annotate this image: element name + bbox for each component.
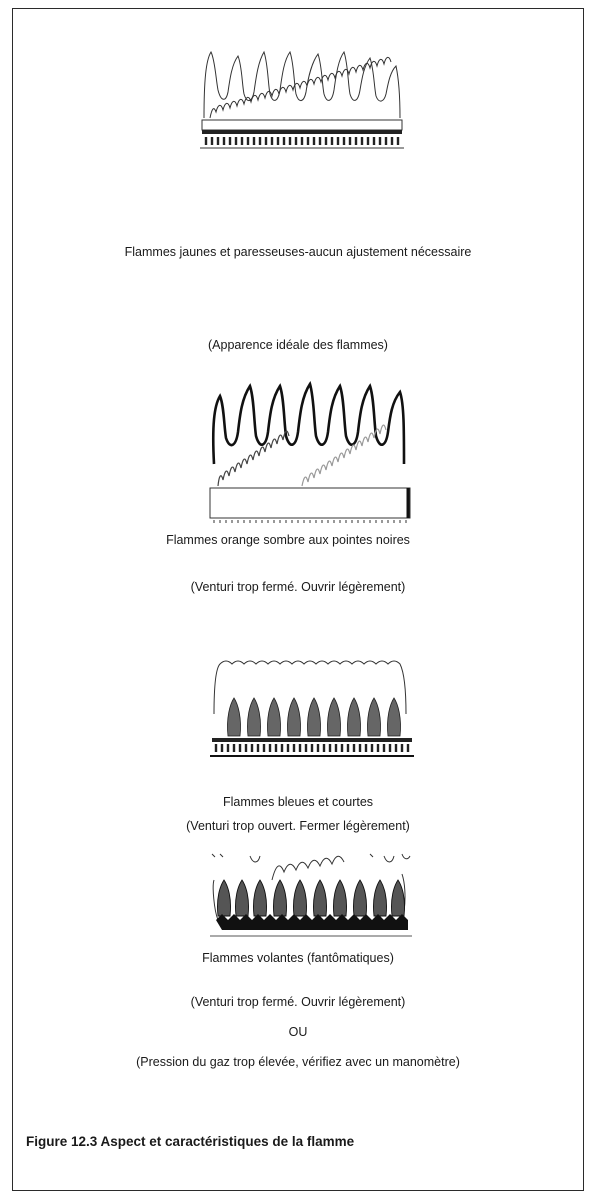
- section-3-note: (Venturi trop ouvert. Fermer légèrement): [186, 819, 410, 833]
- ghosting-flames-illustration: [206, 850, 416, 962]
- figure-frame: [12, 8, 584, 1191]
- section-4-or: OU: [288, 1025, 308, 1039]
- section-2-caption: Flammes orange sombre aux pointes noires: [166, 533, 410, 547]
- section-4-note: (Venturi trop fermé. Ouvrir légèrement): [190, 995, 406, 1009]
- section-1-note: (Apparence idéale des flammes): [208, 338, 388, 352]
- section-2-note: (Venturi trop fermé. Ouvrir légèrement): [190, 580, 406, 594]
- section-4-caption: Flammes volantes (fantômatiques): [202, 951, 394, 965]
- dark-orange-black-tip-flames-illustration: [206, 376, 416, 526]
- section-3-caption: Flammes bleues et courtes: [222, 795, 374, 809]
- section-1-caption: Flammes jaunes et paresseuses-aucun ajus…: [124, 245, 472, 259]
- section-4-note2: (Pression du gaz trop élevée, vérifiez a…: [136, 1055, 460, 1069]
- yellow-lazy-flames-illustration: [196, 40, 406, 152]
- figure-title: Figure 12.3 Aspect et caractéristiques d…: [26, 1134, 355, 1149]
- short-blue-flames-illustration: [206, 654, 416, 766]
